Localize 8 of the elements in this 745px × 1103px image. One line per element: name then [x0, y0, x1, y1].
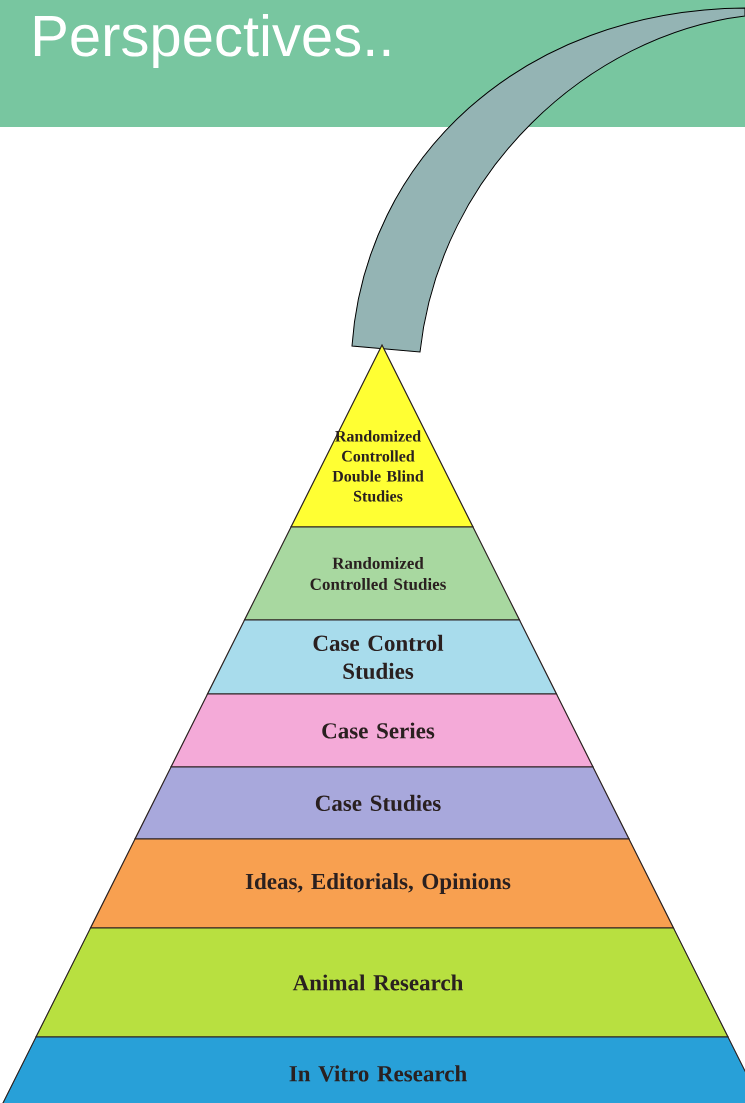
pyramid-level: In Vitro Research: [0, 1036, 745, 1103]
heading: Perspectives..: [34, 13, 390, 68]
pyramid-level: Case Series: [170, 693, 594, 768]
pyramid-level: Animal Research: [35, 927, 729, 1038]
pyramid-level: Case Studies: [134, 766, 630, 840]
pyramid-level: Randomized Controlled Studies: [243, 526, 521, 621]
pyramid-level: Ideas, Editorials, Opinions: [89, 838, 675, 929]
pyramid-level: Case Control Studies: [206, 619, 558, 695]
